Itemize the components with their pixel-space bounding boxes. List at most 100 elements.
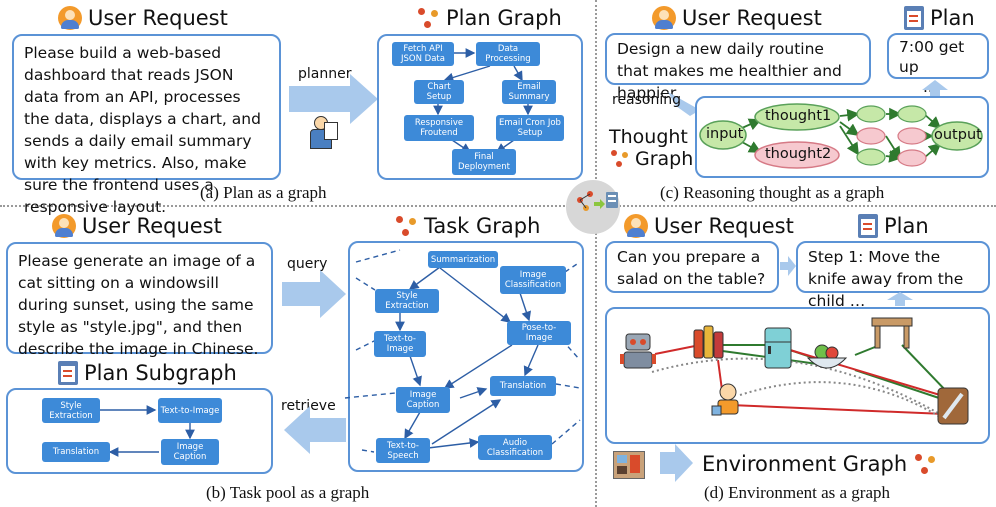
input-label: input [706, 126, 744, 142]
query-label: query [287, 256, 328, 272]
thought-graph-line2: Graph [635, 148, 694, 170]
header-text: User Request [654, 214, 794, 238]
thought1-node [754, 103, 840, 131]
sub-style-extraction: Style Extraction [42, 398, 100, 423]
node-email-cron: Email Cron Job Setup [496, 115, 564, 141]
request-text: Design a new daily routine that makes me… [617, 40, 842, 102]
thought-graph-label: Thought Graph [609, 126, 693, 170]
clipboard-icon [58, 361, 78, 385]
user-avatar-icon [624, 214, 648, 238]
thought2-node [754, 141, 840, 169]
node-data-processing: Data Processing [476, 42, 540, 66]
header-text: User Request [682, 6, 822, 30]
kitchen-scene-icon [613, 451, 645, 479]
plan-graph-title-text: Plan Graph [446, 6, 562, 30]
task-graph-title: Task Graph [394, 214, 540, 238]
graph-icon [913, 452, 937, 476]
task-pose-to-image: Pose-to-Image [507, 321, 571, 345]
output-label: output [934, 127, 982, 143]
task-image-caption: Image Caption [396, 387, 450, 413]
sub-translation: Translation [42, 442, 110, 462]
panel-d-user-request-header: User Request [624, 214, 794, 238]
header-text: User Request [88, 6, 228, 30]
node-responsive-frontend: Responsive Froutend [404, 115, 474, 141]
panel-d-plan-title: Plan [858, 214, 929, 238]
planner-person-icon [306, 116, 338, 150]
task-audio-classification: Audio Classification [478, 435, 552, 460]
bottles-icon [693, 325, 724, 359]
clipboard-icon [858, 214, 878, 238]
panel-d-request-box: Can you prepare a salad on the table? [605, 241, 779, 293]
caption-c: (c) Reasoning thought as a graph [660, 183, 885, 202]
task-text-to-speech: Text-to-Speech [376, 438, 430, 463]
task-style-extraction: Style Extraction [375, 289, 439, 313]
request-text: Can you prepare a salad on the table? [617, 248, 766, 288]
output-node [931, 121, 983, 151]
retrieve-label: retrieve [281, 398, 336, 414]
panel-c-request-box: Design a new daily routine that makes me… [605, 33, 871, 102]
plan-title-text: Plan [884, 214, 929, 238]
input-node [699, 120, 747, 150]
planner-label: planner [298, 66, 352, 82]
request-text: Please build a web-based dashboard that … [24, 44, 261, 216]
task-text-to-image: Text-to-Image [374, 331, 426, 357]
panel-a-request-box: Please build a web-based dashboard that … [12, 34, 281, 216]
task-summarization: Summarization [428, 251, 498, 268]
sub-text-to-image: Text-to-Image [158, 398, 222, 423]
graph-icon [609, 148, 631, 170]
plan-graph-title: Plan Graph [416, 6, 562, 30]
caption-a: (a) Plan as a graph [200, 183, 327, 202]
graph-icon [416, 6, 440, 30]
environment-graph-title-text: Environment Graph [702, 452, 908, 476]
graph-icon [394, 214, 418, 238]
table-icon [871, 317, 913, 349]
panel-c-plan-title: Plan [904, 6, 975, 30]
child-icon [711, 383, 739, 416]
task-image-classification: Image Classification [500, 266, 566, 294]
node-fetch-api: Fetch API JSON Data [392, 42, 454, 66]
fridge-icon [764, 327, 792, 369]
plan-subgraph-title-text: Plan Subgraph [84, 361, 237, 385]
environment-graph-title: Environment Graph [702, 452, 937, 476]
task-graph-title-text: Task Graph [424, 214, 541, 238]
user-avatar-icon [52, 214, 76, 238]
plan-text: 7:00 get up [899, 38, 965, 76]
panel-a-user-request-header: User Request [58, 6, 228, 30]
panel-c-plan-box: 7:00 get up ... [887, 33, 989, 96]
plan-subgraph-title: Plan Subgraph [58, 361, 237, 385]
header-text: User Request [82, 214, 222, 238]
caption-b: (b) Task pool as a graph [206, 483, 370, 502]
reasoning-label: reasoning [612, 92, 682, 108]
salad-bowl-icon [806, 344, 848, 369]
panel-c-user-request-header: User Request [652, 6, 822, 30]
knife-board-icon [937, 387, 969, 425]
node-chart-setup: Chart Setup [414, 80, 464, 104]
thought-graph-line1: Thought [609, 126, 688, 148]
plan-text: Step 1: Move the knife away from the chi… [808, 248, 964, 310]
user-avatar-icon [652, 6, 676, 30]
clipboard-icon [904, 6, 924, 30]
sub-image-caption: Image Caption [161, 439, 219, 465]
caption-d: (d) Environment as a graph [704, 483, 890, 502]
vertical-divider [595, 0, 597, 507]
panel-b-user-request-header: User Request [52, 214, 222, 238]
robot-icon [620, 333, 656, 369]
plan-title-text: Plan [930, 6, 975, 30]
thought1-label: thought1 [765, 108, 832, 124]
panel-b-request-box: Please generate an image of a cat sittin… [6, 242, 273, 358]
task-translation: Translation [490, 376, 556, 396]
user-avatar-icon [58, 6, 82, 30]
panel-d-plan-box: Step 1: Move the knife away from the chi… [796, 241, 990, 310]
request-text: Please generate an image of a cat sittin… [18, 252, 259, 358]
node-email-summary: Email Summary [502, 80, 556, 104]
thought2-label: thought2 [765, 146, 832, 162]
environment-box [605, 307, 990, 444]
